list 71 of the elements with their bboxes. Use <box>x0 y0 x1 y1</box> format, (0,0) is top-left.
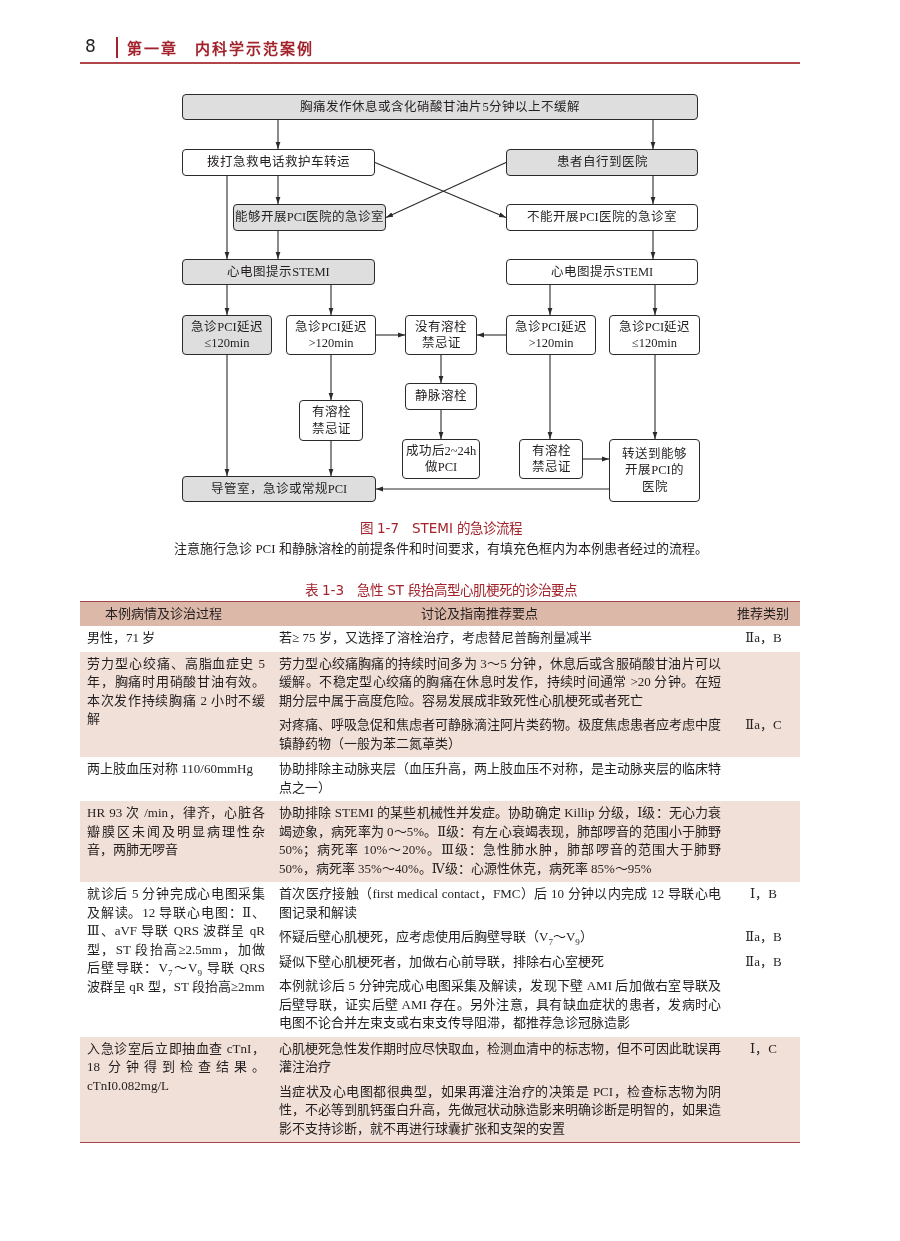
process-box: 不能开展PCI医院的急诊室 <box>506 204 698 231</box>
process-box: 急诊PCI延迟≤120min <box>609 315 700 355</box>
process-box: 急诊PCI延迟>120min <box>506 315 596 355</box>
arrow <box>652 354 658 440</box>
guideline-point: 怀疑后壁心肌梗死，应考虑使用后胸壁导联（V$_{7}$～V$_{9}$） <box>279 928 594 947</box>
process-box: 胸痛发作休息或含化硝酸甘油片5分钟以上不缓解 <box>182 94 698 120</box>
arrow <box>275 175 281 205</box>
arrow <box>375 332 406 338</box>
arrow <box>547 354 553 440</box>
process-box: 静脉溶栓 <box>405 383 477 410</box>
page-number: 8 <box>85 36 96 56</box>
guideline-point: 疑似下壁心肌梗死者，加做右心前导联，排除右心室梗死 <box>279 952 605 971</box>
process-box: 有溶栓禁忌证 <box>299 400 363 441</box>
figure-caption: 图 1-7 STEMI 的急诊流程 <box>359 520 523 536</box>
case-finding: 入急诊室后立即抽血查 cTnI，18 分钟得到检查结果。cTnI0.082mg/L <box>87 1039 265 1095</box>
case-finding: 男性，71 岁 <box>87 629 157 647</box>
process-box: 没有溶栓禁忌证 <box>405 315 477 355</box>
arrow <box>275 119 281 150</box>
arrow <box>224 284 230 316</box>
process-box: 急诊PCI延迟>120min <box>286 315 376 355</box>
arrow <box>328 440 334 477</box>
process-box: 急诊PCI延迟≤120min <box>182 315 272 355</box>
process-box: 成功后2~24h做PCI <box>402 439 480 479</box>
recommendation-class: Ⅱa，B <box>745 630 782 645</box>
process-box: 有溶栓禁忌证 <box>519 439 583 479</box>
arrow <box>582 456 610 462</box>
arrow <box>650 119 656 150</box>
guideline-point: 对疼痛、呼吸急促和焦虑者可静脉滴注阿片类药物。极度焦虑患者应考虑中度镇静药物（一般为苯二氮䓬类） <box>279 716 721 753</box>
case-finding: HR 93 次 /min，律齐，心脏各瓣膜区未闻及明显病理性杂音，两肺无啰音 <box>87 804 265 859</box>
process-box: 拨打急救电话救护车转运 <box>182 149 375 176</box>
arrow <box>224 354 230 477</box>
process-box: 导管室，急诊或常规PCI <box>182 476 376 502</box>
case-finding: 劳力型心绞痛、高脂血症史 5 年，胸痛时用硝酸甘油有效。本次发作持续胸痛 2 小时不缓解 <box>87 654 265 728</box>
recommendation-class: Ⅰ，C <box>750 1040 777 1056</box>
arrow <box>438 354 444 384</box>
guideline-point: 协助排除 STEMI 的某些机械性并发症。协助确定 Killip 分级，Ⅰ级：无心力衰竭迹象，病死率为 0～5%。Ⅱ级：有左心衰竭表现，肺部啰音的范围小于肺野 50%；病死率 10%～20%。Ⅲ级：急性肺水肿，肺部啰音的范围大于肺野 50%，病死率 35%～40%。Ⅳ级：心源性休克，病死率 85%～95% <box>279 804 721 878</box>
guideline-point: 首次医疗接触（first medical contact，FMC）后 10 分钟以内完成 12 导联心电图记录和解读 <box>279 885 721 922</box>
process-box: 心电图提示STEMI <box>182 259 375 285</box>
arrow <box>224 175 230 260</box>
arrow <box>547 284 553 316</box>
figure-note: 注意施行急诊 PCI 和静脉溶栓的前提条件和时间要求，有填充色框内为本例患者经过的流程。 <box>174 541 708 556</box>
recommendation-class: Ⅰ，B <box>750 886 777 901</box>
guideline-point: 心肌梗死急性发作期时应尽快取血，检测血清中的标志物，但不可因此耽误再灌注治疗 <box>279 1039 721 1076</box>
guideline-point: 劳力型心绞痛胸痛的持续时间多为 3～5 分钟，休息后或含服硝酸甘油片可以缓解。不稳定型心绞痛的胸痛在休息时发作，持续时间通常 >20 分钟。在短期分层中属于高度危险。容易发展成非致死性心肌梗死或者死亡 <box>279 654 721 710</box>
case-finding: 就诊后 5 分钟完成心电图采集及解读。12 导联心电图：Ⅱ、Ⅲ、aVF 导联 QRS 波群呈 qR 型，ST 段抬高≥2.5mm，加做后壁导联：V$_{7}$～V$_{9}$ 导联 QRS 波群呈 qR 型，ST 段抬高≥2mm <box>87 885 265 996</box>
arrow <box>275 230 281 260</box>
process-box: 能够开展PCI医院的急诊室 <box>233 204 386 231</box>
process-box: 转送到能够开展PCI的医院 <box>609 439 700 502</box>
recommendation-class: Ⅱa，B <box>745 929 782 944</box>
case-finding: 两上肢血压对称 110/60mmHg <box>87 760 254 778</box>
arrow <box>652 284 658 316</box>
arrow <box>375 486 610 492</box>
recommendation-class: Ⅱa，B <box>745 953 782 969</box>
table-title: 表 1-3 急性 ST 段抬高型心肌梗死的诊治要点 <box>304 582 578 598</box>
arrow <box>476 332 507 338</box>
guideline-point: 本例就诊后 5 分钟完成心电图采集及解读，发现下壁 AMI 后加做右室导联及后壁导联，证实后壁 AMI 存在。另外注意，具有缺血症状的患者，发病时心电图不论合并左束支或右束支传导阻滞，都推荐急诊冠脉造影 <box>279 977 721 1032</box>
column-header: 讨论及指南推荐要点 <box>420 606 538 621</box>
column-header: 本例病情及诊治过程 <box>104 606 222 621</box>
process-box: 患者自行到医院 <box>506 149 698 176</box>
arrow <box>328 354 334 401</box>
arrow <box>438 409 444 440</box>
guideline-point: 当症状及心电图都很典型，如果再灌注治疗的决策是 PCI，检查标志物为阴性，不必等到肌钙蛋白升高，先做冠状动脉造影来明确诊断是明智的，如果造影不支持诊断，就不再进行球囊扩张和支架的安置 <box>279 1082 721 1138</box>
arrow <box>650 230 656 260</box>
recommendation-class: Ⅱa，C <box>745 717 782 732</box>
running-head: 第一章 内科学示范案例 <box>127 39 314 58</box>
guideline-point: 若≥ 75 岁，又选择了溶栓治疗，考虑替尼普酶剂量减半 <box>279 629 593 647</box>
process-box: 心电图提示STEMI <box>506 259 698 285</box>
arrow <box>650 175 656 205</box>
arrow <box>328 284 334 316</box>
guideline-point: 协助排除主动脉夹层（血压升高，两上肢血压不对称，是主动脉夹层的临床特点之一） <box>279 760 721 797</box>
column-header: 推荐类别 <box>737 606 789 621</box>
